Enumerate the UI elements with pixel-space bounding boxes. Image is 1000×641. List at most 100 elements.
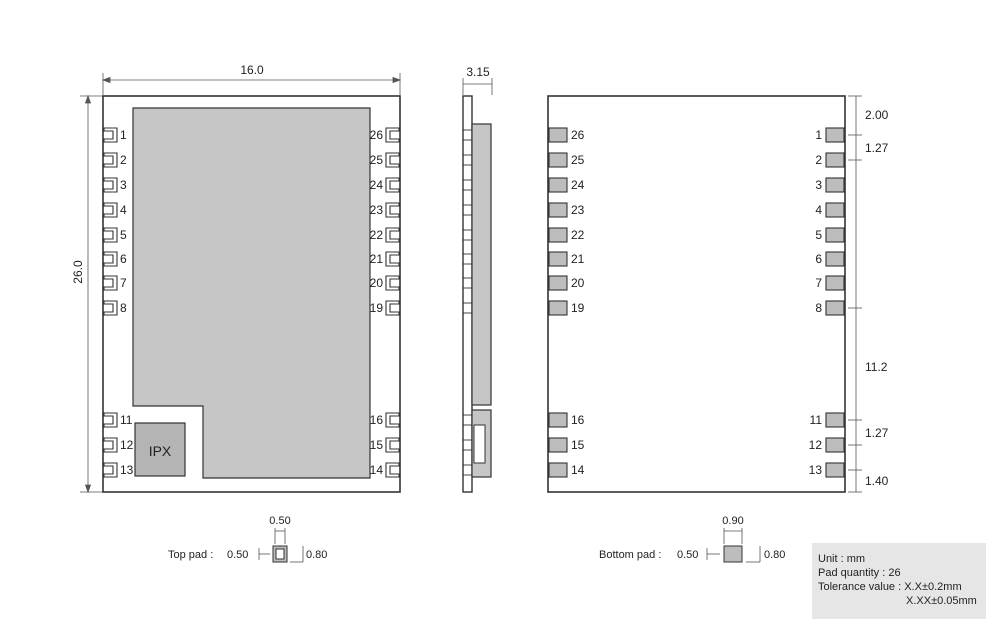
bottom-pad — [548, 437, 568, 453]
bottom-pad — [825, 227, 845, 243]
pin-number: 19 — [571, 301, 585, 315]
top-pad-width: 0.50 — [269, 515, 290, 527]
top-pad-right-dim: 0.80 — [306, 549, 327, 561]
top-width-dimension — [101, 73, 402, 95]
bottom-pad — [548, 177, 568, 193]
bottom-pad — [548, 275, 568, 291]
bottom-pad-right-dim: 0.80 — [764, 549, 785, 561]
pin-number: 25 — [370, 153, 384, 167]
top-pad — [103, 177, 118, 193]
pin-number: 21 — [571, 252, 585, 266]
top-pad-label: Top pad : — [168, 549, 213, 561]
pin-number: 2 — [815, 153, 822, 167]
top-pad — [103, 152, 118, 168]
bottom-pad — [825, 462, 845, 478]
pin-number: 22 — [370, 228, 384, 242]
tolerance-text-2: X.XX±0.05mm — [906, 595, 977, 607]
bottom-pad — [825, 127, 845, 143]
pin-number: 23 — [370, 203, 384, 217]
pin-number: 4 — [120, 203, 127, 217]
bottom-board-outline — [547, 95, 846, 493]
pin-number: 6 — [815, 252, 822, 266]
pin-number: 16 — [370, 413, 384, 427]
top-pad — [385, 202, 400, 218]
pin-number: 12 — [809, 438, 823, 452]
pin-number: 5 — [120, 228, 127, 242]
side-castellations — [463, 129, 472, 476]
top-height-label: 26.0 — [71, 260, 85, 284]
top-width-label: 16.0 — [240, 63, 264, 77]
pin-number: 8 — [815, 301, 822, 315]
unit-text: Unit : mm — [818, 553, 866, 565]
pin-number: 25 — [571, 153, 585, 167]
side-shield — [471, 123, 492, 406]
side-thickness-dimension — [462, 78, 493, 95]
top-height-dimension — [80, 94, 103, 494]
top-pad-shape — [272, 545, 288, 563]
bottom-pad-shape — [723, 545, 743, 563]
top-pad — [103, 437, 118, 453]
top-pad — [103, 202, 118, 218]
pin-number: 3 — [120, 178, 127, 192]
bottom-dimension-chain — [848, 95, 862, 493]
pin-number: 15 — [370, 438, 384, 452]
bottom-pad-width: 0.90 — [722, 515, 743, 527]
dim-gap: 11.2 — [865, 360, 888, 374]
side-thickness-label: 3.15 — [466, 65, 490, 79]
pin-number: 7 — [120, 276, 127, 290]
pin-number: 26 — [571, 128, 585, 142]
pin-number: 12 — [120, 438, 134, 452]
pin-number: 23 — [571, 203, 585, 217]
pad-quantity-text: Pad quantity : 26 — [818, 567, 901, 579]
pin-number: 1 — [120, 128, 127, 142]
bottom-pad-left-dim: 0.50 — [677, 549, 698, 561]
top-pad — [103, 227, 118, 243]
top-pad-detail: 0.50 Top pad : 0.50 0.80 — [168, 515, 327, 563]
top-pad — [103, 462, 118, 478]
top-pad — [385, 152, 400, 168]
top-pad — [103, 127, 118, 143]
pin-number: 19 — [370, 301, 384, 315]
pin-number: 14 — [370, 463, 384, 477]
pin-number: 7 — [815, 276, 822, 290]
top-pad — [385, 412, 400, 428]
dim-pitch-lower: 1.27 — [865, 426, 889, 440]
tolerance-text: Tolerance value : X.X±0.2mm — [818, 581, 962, 593]
bottom-pad — [825, 412, 845, 428]
pin-number: 1 — [815, 128, 822, 142]
pin-number: 15 — [571, 438, 585, 452]
bottom-pad — [548, 152, 568, 168]
bottom-pad — [825, 251, 845, 267]
pin-number: 22 — [571, 228, 585, 242]
bottom-pad — [548, 202, 568, 218]
top-pad — [385, 437, 400, 453]
pin-number: 14 — [571, 463, 585, 477]
top-pad — [385, 275, 400, 291]
top-pad — [103, 300, 118, 316]
pin-number: 2 — [120, 153, 127, 167]
bottom-pad — [825, 152, 845, 168]
spec-info-box: Unit : mm Pad quantity : 26 Tolerance va… — [812, 543, 986, 619]
bottom-pad — [825, 177, 845, 193]
top-pad — [385, 462, 400, 478]
pin-number: 24 — [370, 178, 384, 192]
bottom-pad — [825, 202, 845, 218]
pin-number: 4 — [815, 203, 822, 217]
ipx-label: IPX — [149, 443, 172, 459]
top-pad — [103, 275, 118, 291]
pin-number: 20 — [571, 276, 585, 290]
side-view: 3.15 — [462, 65, 493, 493]
pin-number: 3 — [815, 178, 822, 192]
pin-number: 13 — [120, 463, 134, 477]
bottom-pad — [548, 127, 568, 143]
bottom-pad — [825, 300, 845, 316]
bottom-pad — [548, 462, 568, 478]
pin-number: 5 — [815, 228, 822, 242]
pin-number: 21 — [370, 252, 384, 266]
top-pad — [385, 127, 400, 143]
